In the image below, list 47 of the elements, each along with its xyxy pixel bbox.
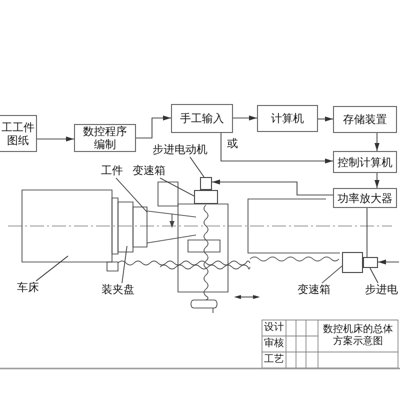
edge-label: 或 <box>226 137 239 150</box>
callout-label: 步进电动机 <box>150 143 210 157</box>
process-box <box>333 106 397 133</box>
motor-block <box>363 257 378 268</box>
title-block-label: 审核 <box>263 336 285 351</box>
box-label: 工工件图纸 <box>0 120 36 146</box>
leader-line <box>190 156 204 178</box>
title-block-label: 工艺 <box>263 352 285 367</box>
connector-line <box>366 208 368 258</box>
gearbox-block <box>342 252 363 273</box>
callout-label: 装夹盘 <box>100 283 136 297</box>
box-label: 控制计算机 <box>338 156 392 168</box>
arrow <box>36 136 74 142</box>
arrow <box>232 116 258 120</box>
callout-label: 变速箱 <box>296 283 332 297</box>
box-label: 计算机 <box>271 112 304 125</box>
arrow <box>374 132 380 152</box>
process-box <box>333 188 397 208</box>
process-box <box>0 115 37 152</box>
process-box <box>257 105 318 132</box>
box-label: 手工输入 <box>180 112 224 125</box>
arrow <box>374 172 380 188</box>
leader-line <box>122 246 128 284</box>
leader-line <box>322 266 342 284</box>
box-label: 功率放大器 <box>338 192 392 204</box>
callout-label: 步进电 <box>364 283 399 297</box>
callout-label: 变速箱 <box>131 164 167 178</box>
leader-line <box>36 256 68 282</box>
box-label: 存储装置 <box>343 113 387 126</box>
process-box <box>333 151 397 173</box>
leader-line <box>116 178 148 212</box>
gearbox-block <box>194 190 218 204</box>
process-box <box>74 124 136 152</box>
motor-block <box>200 177 212 190</box>
title-block-label: 设计 <box>263 320 285 335</box>
leader-line <box>160 178 194 196</box>
callout-label: 工件 <box>99 164 125 178</box>
arrow <box>136 116 172 138</box>
arrow <box>220 132 334 164</box>
arrow <box>318 116 334 122</box>
callout-label: 车床 <box>15 281 41 295</box>
arrow <box>378 260 400 264</box>
process-box <box>171 104 233 133</box>
leader-line <box>370 268 378 284</box>
arrow <box>212 180 334 196</box>
box-label: 数控程序编制 <box>82 125 128 151</box>
drawing-title: 数控机床的总体方案示意图 <box>322 322 394 349</box>
